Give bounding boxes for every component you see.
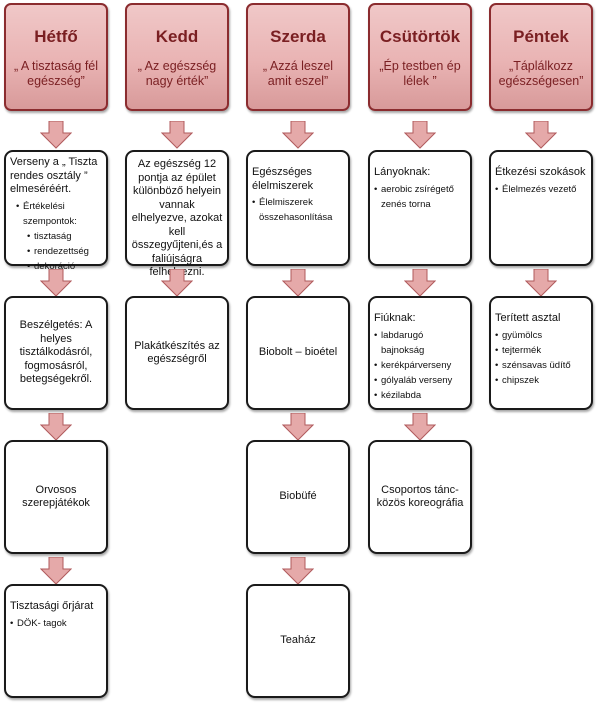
day-name: Szerda [270, 27, 326, 46]
down-arrow-icon [161, 121, 193, 149]
down-arrow-icon [404, 121, 436, 149]
step-box: Verseny a „ Tiszta rendes osztály ” elme… [4, 150, 108, 274]
day-header-wednesday: Szerda „ Azzá leszel amit eszel” [246, 3, 350, 111]
day-motto: „Ép testben ép lélek ” [379, 59, 461, 88]
down-arrow-icon [282, 557, 314, 585]
down-arrow-icon [404, 269, 436, 297]
step-text: Biobolt – bioétel [258, 346, 338, 359]
down-arrow-icon [40, 413, 72, 441]
column-thursday: Csütörtök „Ép testben ép lélek ” Lányokn… [368, 0, 476, 703]
step-text: Beszélgetés: A helyes tisztálkodásról, f… [19, 319, 93, 386]
step-box: Egészséges élelmiszerek Élelmiszerek öss… [246, 150, 350, 266]
bullet-item: DÖK- tagok [10, 616, 102, 631]
column-tuesday: Kedd „ Az egészség nagy érték” Az egészs… [125, 0, 233, 703]
column-wednesday: Szerda „ Azzá leszel amit eszel” Egészsé… [246, 0, 354, 703]
bullet-item: aerobic zsírégető zenés torna [374, 182, 466, 212]
step-text: Tisztasági őrjárat [10, 600, 94, 612]
step-text: Plakátkészítés az egészségről [134, 339, 220, 366]
bullet-item: kerékpárverseny [374, 358, 466, 373]
bullet-item: chipszek [495, 373, 587, 388]
bullet-item: gyümölcs [495, 328, 587, 343]
step-box: Terített asztal gyümölcs tejtermék széns… [489, 296, 593, 410]
step-box: Beszélgetés: A helyes tisztálkodásról, f… [4, 296, 108, 410]
day-header-monday: Hétfő „ A tisztaság fél egészség” [4, 3, 108, 111]
down-arrow-icon [40, 269, 72, 297]
bullet-item: Értékelési szempontok: tisztaság rendeze… [16, 199, 102, 274]
day-header-tuesday: Kedd „ Az egészség nagy érték” [125, 3, 229, 111]
step-text: Lányoknak: [374, 166, 431, 178]
day-header-friday: Péntek „Táplálkozz egészségesen” [489, 3, 593, 111]
bullet-item: gólyaláb verseny [374, 373, 466, 388]
day-motto: „Táplálkozz egészségesen” [498, 59, 584, 88]
down-arrow-icon [525, 121, 557, 149]
day-motto: „ A tisztaság fél egészség” [13, 59, 99, 88]
sub-bullet-item: rendezettség [27, 244, 102, 259]
day-name: Csütörtök [379, 27, 461, 46]
step-box: Tisztasági őrjárat DÖK- tagok [4, 584, 108, 698]
step-box: Teaház [246, 584, 350, 698]
day-name: Kedd [155, 27, 199, 46]
step-box: Plakátkészítés az egészségről [125, 296, 229, 410]
step-text: Egészséges élelmiszerek [252, 166, 314, 192]
day-motto: „ Az egészség nagy érték” [137, 59, 217, 88]
day-name: Péntek [513, 27, 569, 46]
step-box: Étkezési szokások Élelmezés vezető [489, 150, 593, 266]
sub-bullet-item: dekoráció [27, 259, 102, 274]
step-box: Biobüfé [246, 440, 350, 554]
down-arrow-icon [282, 121, 314, 149]
bullet-item: labdarugó bajnokság [374, 328, 466, 358]
step-box: Biobolt – bioétel [246, 296, 350, 410]
bullet-item: kézilabda [374, 388, 466, 403]
bullet-item: szénsavas üdítő [495, 358, 587, 373]
step-text: Étkezési szokások [495, 166, 586, 178]
step-box: Csoportos tánc-közös koreográfia [368, 440, 472, 554]
step-text: Fiúknak: [374, 312, 416, 324]
step-text: Biobüfé [279, 490, 317, 503]
bullet-item: Élelmiszerek összehasonlítása [252, 195, 344, 225]
step-text: Terített asztal [495, 312, 561, 324]
step-box: Lányoknak: aerobic zsírégető zenés torna [368, 150, 472, 266]
step-text: Az egészség 12 pontja az épület különböz… [131, 158, 223, 278]
day-header-thursday: Csütörtök „Ép testben ép lélek ” [368, 3, 472, 111]
step-text: Orvosos szerepjátékok [22, 483, 90, 510]
down-arrow-icon [404, 413, 436, 441]
down-arrow-icon [282, 413, 314, 441]
column-monday: Hétfő „ A tisztaság fél egészség” Versen… [4, 0, 112, 703]
down-arrow-icon [161, 269, 193, 297]
down-arrow-icon [40, 121, 72, 149]
day-motto: „ Azzá leszel amit eszel” [262, 59, 334, 88]
column-friday: Péntek „Táplálkozz egészségesen” Étkezés… [489, 0, 597, 703]
step-box: Orvosos szerepjátékok [4, 440, 108, 554]
bullet-item: tejtermék [495, 343, 587, 358]
down-arrow-icon [282, 269, 314, 297]
day-name: Hétfő [34, 27, 78, 46]
sub-bullet-item: tisztaság [27, 229, 102, 244]
step-text: Csoportos tánc-közös koreográfia [376, 483, 464, 510]
step-text: Teaház [280, 634, 316, 647]
down-arrow-icon [40, 557, 72, 585]
step-text: Verseny a „ Tiszta rendes osztály ” elme… [10, 156, 98, 195]
down-arrow-icon [525, 269, 557, 297]
step-box: Fiúknak: labdarugó bajnokság kerékpárver… [368, 296, 472, 410]
bullet-item: Élelmezés vezető [495, 182, 587, 197]
step-box: Az egészség 12 pontja az épület különböz… [125, 150, 229, 278]
